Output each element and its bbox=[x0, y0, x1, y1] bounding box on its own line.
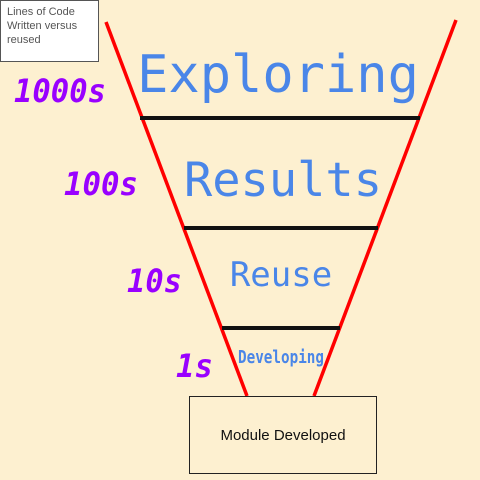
count-label-10s: 10s bbox=[127, 262, 182, 300]
funnel-right-edge bbox=[312, 19, 458, 397]
stage-label-results: Results bbox=[184, 153, 382, 208]
stage-label-developing: Developing bbox=[238, 347, 324, 368]
stage-label-reuse: Reuse bbox=[230, 255, 332, 295]
count-label-100s: 100s bbox=[64, 165, 138, 203]
legend-note-text: Lines of Code Written versus reused bbox=[7, 6, 78, 46]
count-label-1s: 1s bbox=[176, 347, 213, 385]
module-developed-box: Module Developed bbox=[189, 396, 377, 474]
module-developed-label: Module Developed bbox=[220, 426, 346, 444]
funnel-left-edge bbox=[104, 21, 249, 397]
legend-note: Lines of Code Written versus reused bbox=[0, 0, 99, 62]
count-label-1000s: 1000s bbox=[14, 72, 106, 110]
stage-label-exploring: Exploring bbox=[137, 45, 419, 105]
